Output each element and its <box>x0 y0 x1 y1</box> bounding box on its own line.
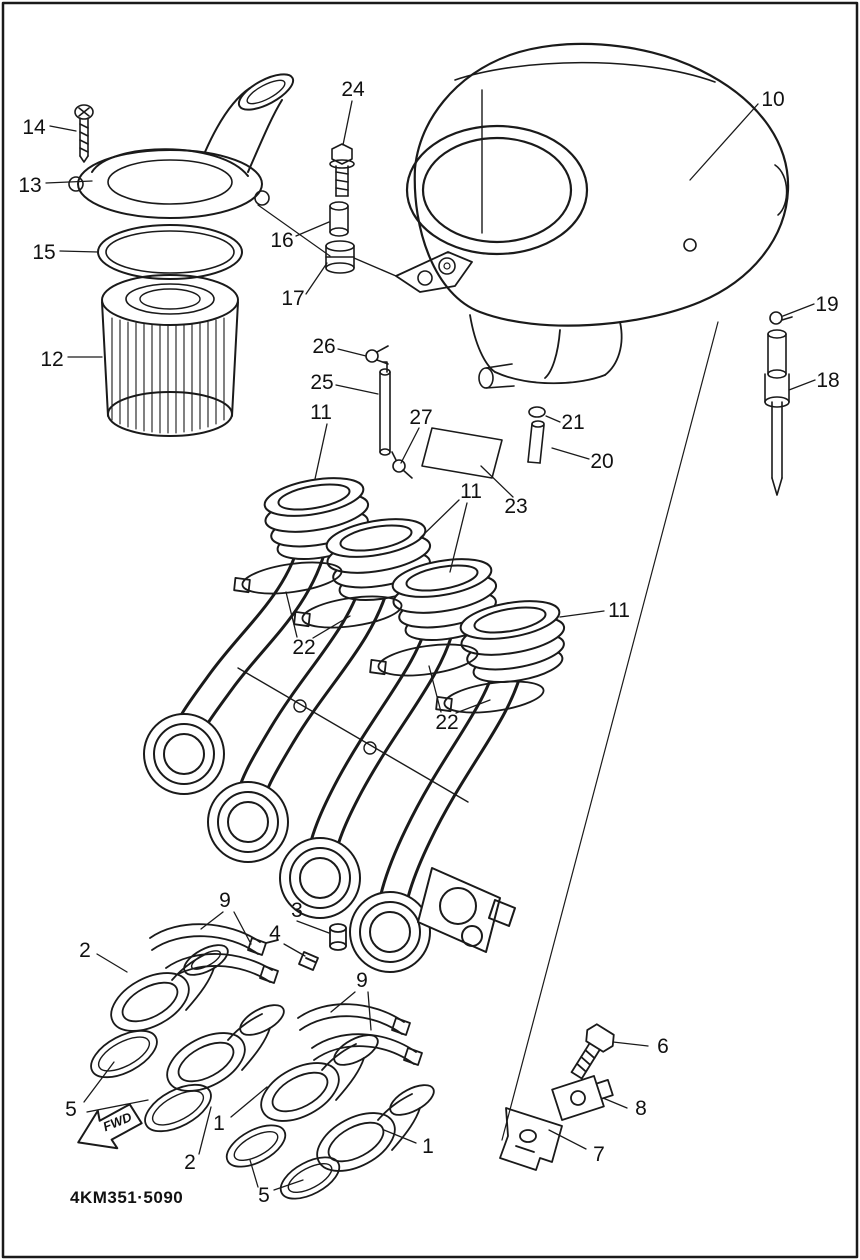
clamps-9-lower <box>297 1003 423 1066</box>
sensor-8 <box>551 1075 614 1121</box>
gasket-15 <box>97 224 243 280</box>
fwd-arrow: FWD <box>77 1103 143 1150</box>
washer-21 <box>528 406 546 418</box>
throttle-linkage <box>417 867 516 953</box>
clip-4 <box>298 951 319 971</box>
bracket-7 <box>499 1107 563 1171</box>
gaskets-5-right <box>225 1124 341 1200</box>
screw-14 <box>74 104 94 163</box>
sensor-mount-group <box>499 1023 615 1171</box>
collar-16 <box>329 201 349 237</box>
drain-pipes <box>764 311 793 496</box>
small-parts-centre <box>325 143 546 479</box>
plug-3 <box>329 923 347 951</box>
intake-joint-1a <box>260 1034 379 1122</box>
intake-joint-1b <box>316 1084 435 1172</box>
gaskets-5-left <box>90 1029 212 1133</box>
intake-joints-group <box>90 923 435 1200</box>
intake-joint-2b <box>166 1004 285 1092</box>
clip-19 <box>769 311 783 325</box>
pipe-20 <box>527 420 545 464</box>
drain-pipe-18 <box>764 329 790 496</box>
filter-cap-13 <box>68 73 331 257</box>
intake-joint-2a <box>110 944 229 1032</box>
bolt-24 <box>329 143 355 197</box>
clip-27 <box>391 451 413 479</box>
breather-pipe-25 <box>379 361 391 456</box>
filter-element-12 <box>101 274 239 437</box>
diagram-part-code: 4KM351·5090 <box>70 1188 184 1207</box>
label-plate-23 <box>421 427 503 479</box>
intake-boots <box>263 477 566 684</box>
boot-clamps <box>233 561 545 714</box>
carburetor-funnels <box>143 713 431 973</box>
leader-lines <box>45 100 816 1191</box>
rubber-mount-17 <box>325 240 355 274</box>
air-filter-group <box>68 73 331 437</box>
bolt-6 <box>570 1023 615 1080</box>
air-cleaner-case <box>353 42 790 1141</box>
